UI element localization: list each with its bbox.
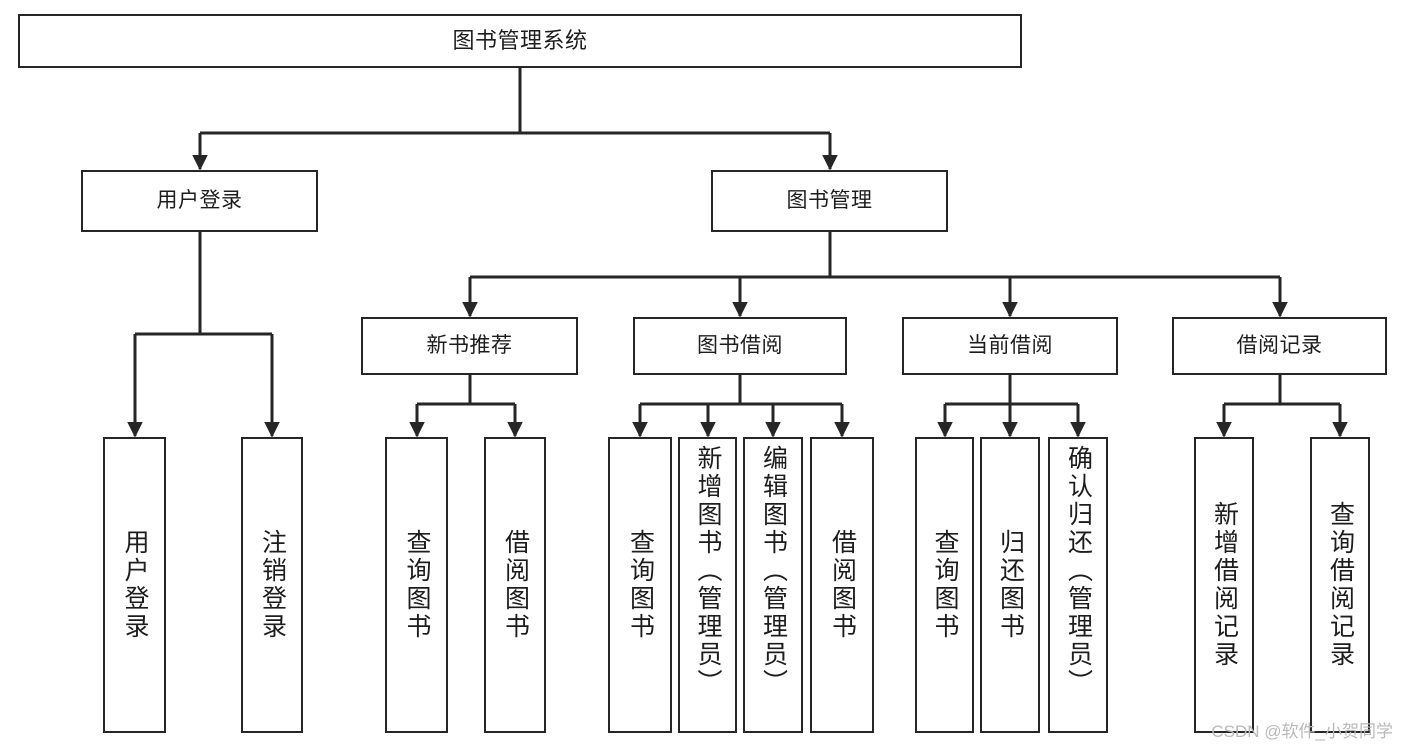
node-label: 用户登录 [121, 529, 149, 641]
node-label: 借阅图书 [501, 529, 530, 641]
node-leaf-query-3[interactable]: 查询图书 [915, 437, 974, 733]
node-label: 新增图书（管理员） [694, 445, 722, 697]
node-leaf-borrow-1[interactable]: 借阅图书 [484, 437, 546, 733]
node-leaf-add-rec[interactable]: 新增借阅记录 [1194, 437, 1254, 733]
node-leaf-login[interactable]: 用户登录 [103, 437, 166, 733]
node-newbook[interactable]: 新书推荐 [361, 317, 578, 375]
node-label: 借阅记录 [1236, 333, 1323, 357]
node-label: 查询图书 [626, 529, 655, 641]
node-label: 归还图书 [996, 529, 1025, 641]
node-label: 编辑图书（管理员） [759, 445, 788, 697]
node-label: 借阅图书 [828, 529, 857, 641]
node-label: 查询图书 [403, 529, 431, 641]
node-label: 查询借阅记录 [1326, 501, 1355, 669]
node-label: 注销登录 [258, 529, 287, 641]
node-label: 确认归还（管理员） [1064, 445, 1093, 697]
node-leaf-edit-book[interactable]: 编辑图书（管理员） [743, 437, 803, 733]
node-label: 图书借阅 [697, 333, 783, 357]
node-leaf-logout[interactable]: 注销登录 [241, 437, 303, 733]
node-label: 新增借阅记录 [1210, 501, 1239, 669]
node-current[interactable]: 当前借阅 [902, 317, 1118, 375]
node-leaf-confirm[interactable]: 确认归还（管理员） [1048, 437, 1108, 733]
node-label: 当前借阅 [967, 333, 1053, 357]
node-leaf-query-1[interactable]: 查询图书 [385, 437, 448, 733]
node-bookmgmt[interactable]: 图书管理 [711, 170, 948, 232]
node-root[interactable]: 图书管理系统 [18, 14, 1022, 68]
node-leaf-query-2[interactable]: 查询图书 [608, 437, 672, 733]
node-borrow[interactable]: 图书借阅 [633, 317, 847, 375]
node-label: 新书推荐 [426, 333, 513, 357]
node-label: 图书管理系统 [452, 28, 588, 54]
node-leaf-query-rec[interactable]: 查询借阅记录 [1310, 437, 1370, 733]
node-leaf-add-book[interactable]: 新增图书（管理员） [678, 437, 737, 733]
node-label: 查询图书 [931, 529, 959, 641]
node-leaf-return[interactable]: 归还图书 [980, 437, 1040, 733]
node-login[interactable]: 用户登录 [81, 170, 318, 232]
node-label: 用户登录 [156, 188, 243, 212]
node-leaf-borrow-2[interactable]: 借阅图书 [810, 437, 874, 733]
node-records[interactable]: 借阅记录 [1172, 317, 1387, 375]
node-label: 图书管理 [786, 188, 873, 212]
